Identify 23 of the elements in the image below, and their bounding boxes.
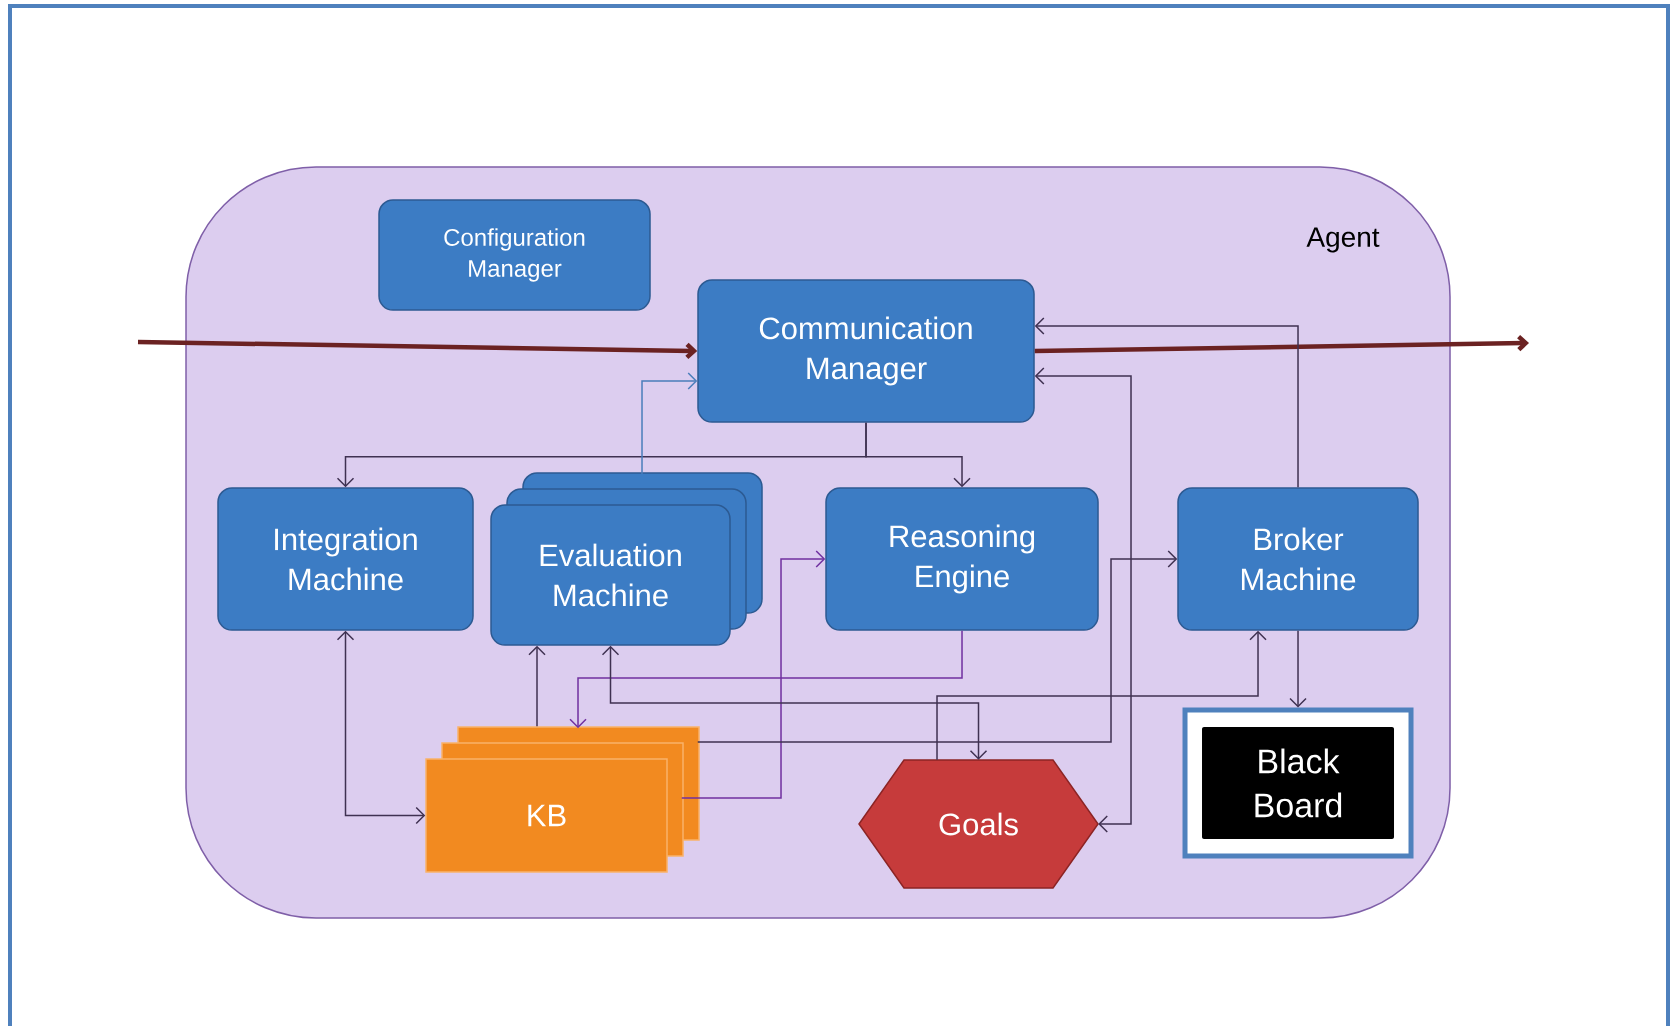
arrow <box>936 630 1267 761</box>
arrow <box>1289 630 1307 708</box>
board-box: Black Board <box>1182 707 1414 859</box>
arrow <box>601 645 988 760</box>
stacked-box: KB <box>425 726 700 873</box>
process-box: Reasoning Engine <box>825 487 1099 631</box>
arrow <box>1034 317 1299 488</box>
process-box: Configuration Manager <box>378 199 651 311</box>
stacked-process-box: Evaluation Machine <box>490 472 763 646</box>
arrow <box>1034 367 1132 833</box>
arrow <box>336 630 426 825</box>
arrow <box>569 630 963 729</box>
arrow <box>641 372 698 475</box>
arrow <box>681 550 826 799</box>
arrow <box>697 550 1178 743</box>
arrow <box>1034 335 1529 354</box>
process-box: Communication Manager <box>697 279 1035 423</box>
arrow <box>137 339 698 359</box>
process-box: Integration Machine <box>217 487 474 631</box>
arrow <box>528 645 546 727</box>
arrow <box>865 422 971 488</box>
hexagon: Goals <box>858 759 1099 889</box>
process-box: Broker Machine <box>1177 487 1419 631</box>
